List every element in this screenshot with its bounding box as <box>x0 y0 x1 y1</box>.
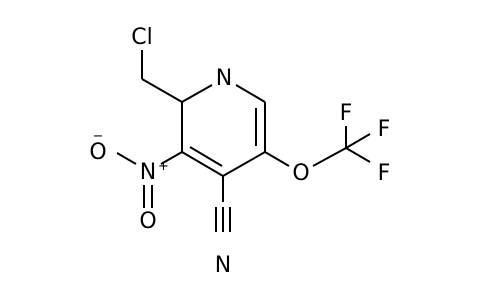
bond-c3-n-nitro <box>160 151 183 165</box>
atom-o-ether: O <box>292 161 309 186</box>
atom-f-right-bottom: F <box>378 161 391 186</box>
atom-n-nitrile: N <box>215 253 231 278</box>
atom-cl: Cl <box>131 25 152 50</box>
o-minus-charge: − <box>93 129 104 144</box>
bond-cf3-f-right-bottom <box>345 147 371 163</box>
bond-c2-n1 <box>181 84 213 103</box>
atom-labels: Cl N N + O − O N O F F F <box>89 25 390 278</box>
bond-c2-ch2 <box>141 78 183 103</box>
atom-n-nitro: N <box>140 160 156 185</box>
bond-c5-c4 <box>222 151 266 177</box>
bond-n-o-minus <box>116 152 137 165</box>
bond-cf3-f-right-top <box>345 133 371 149</box>
atom-n-ring: N <box>216 66 232 91</box>
atom-o-minus: O <box>89 140 106 165</box>
bond-c4-c3 <box>181 151 224 177</box>
atom-o-double: O <box>139 209 156 234</box>
atom-f-right-top: F <box>378 117 391 142</box>
bond-o-cf3 <box>312 147 347 167</box>
bonds <box>116 50 371 232</box>
bond-n1-c6 <box>235 84 266 103</box>
nitro-plus-charge: + <box>158 159 169 174</box>
atom-f-top: F <box>340 101 353 126</box>
bond-c5-o-ether <box>264 151 290 167</box>
bond-c4-c3-inner <box>189 146 223 167</box>
